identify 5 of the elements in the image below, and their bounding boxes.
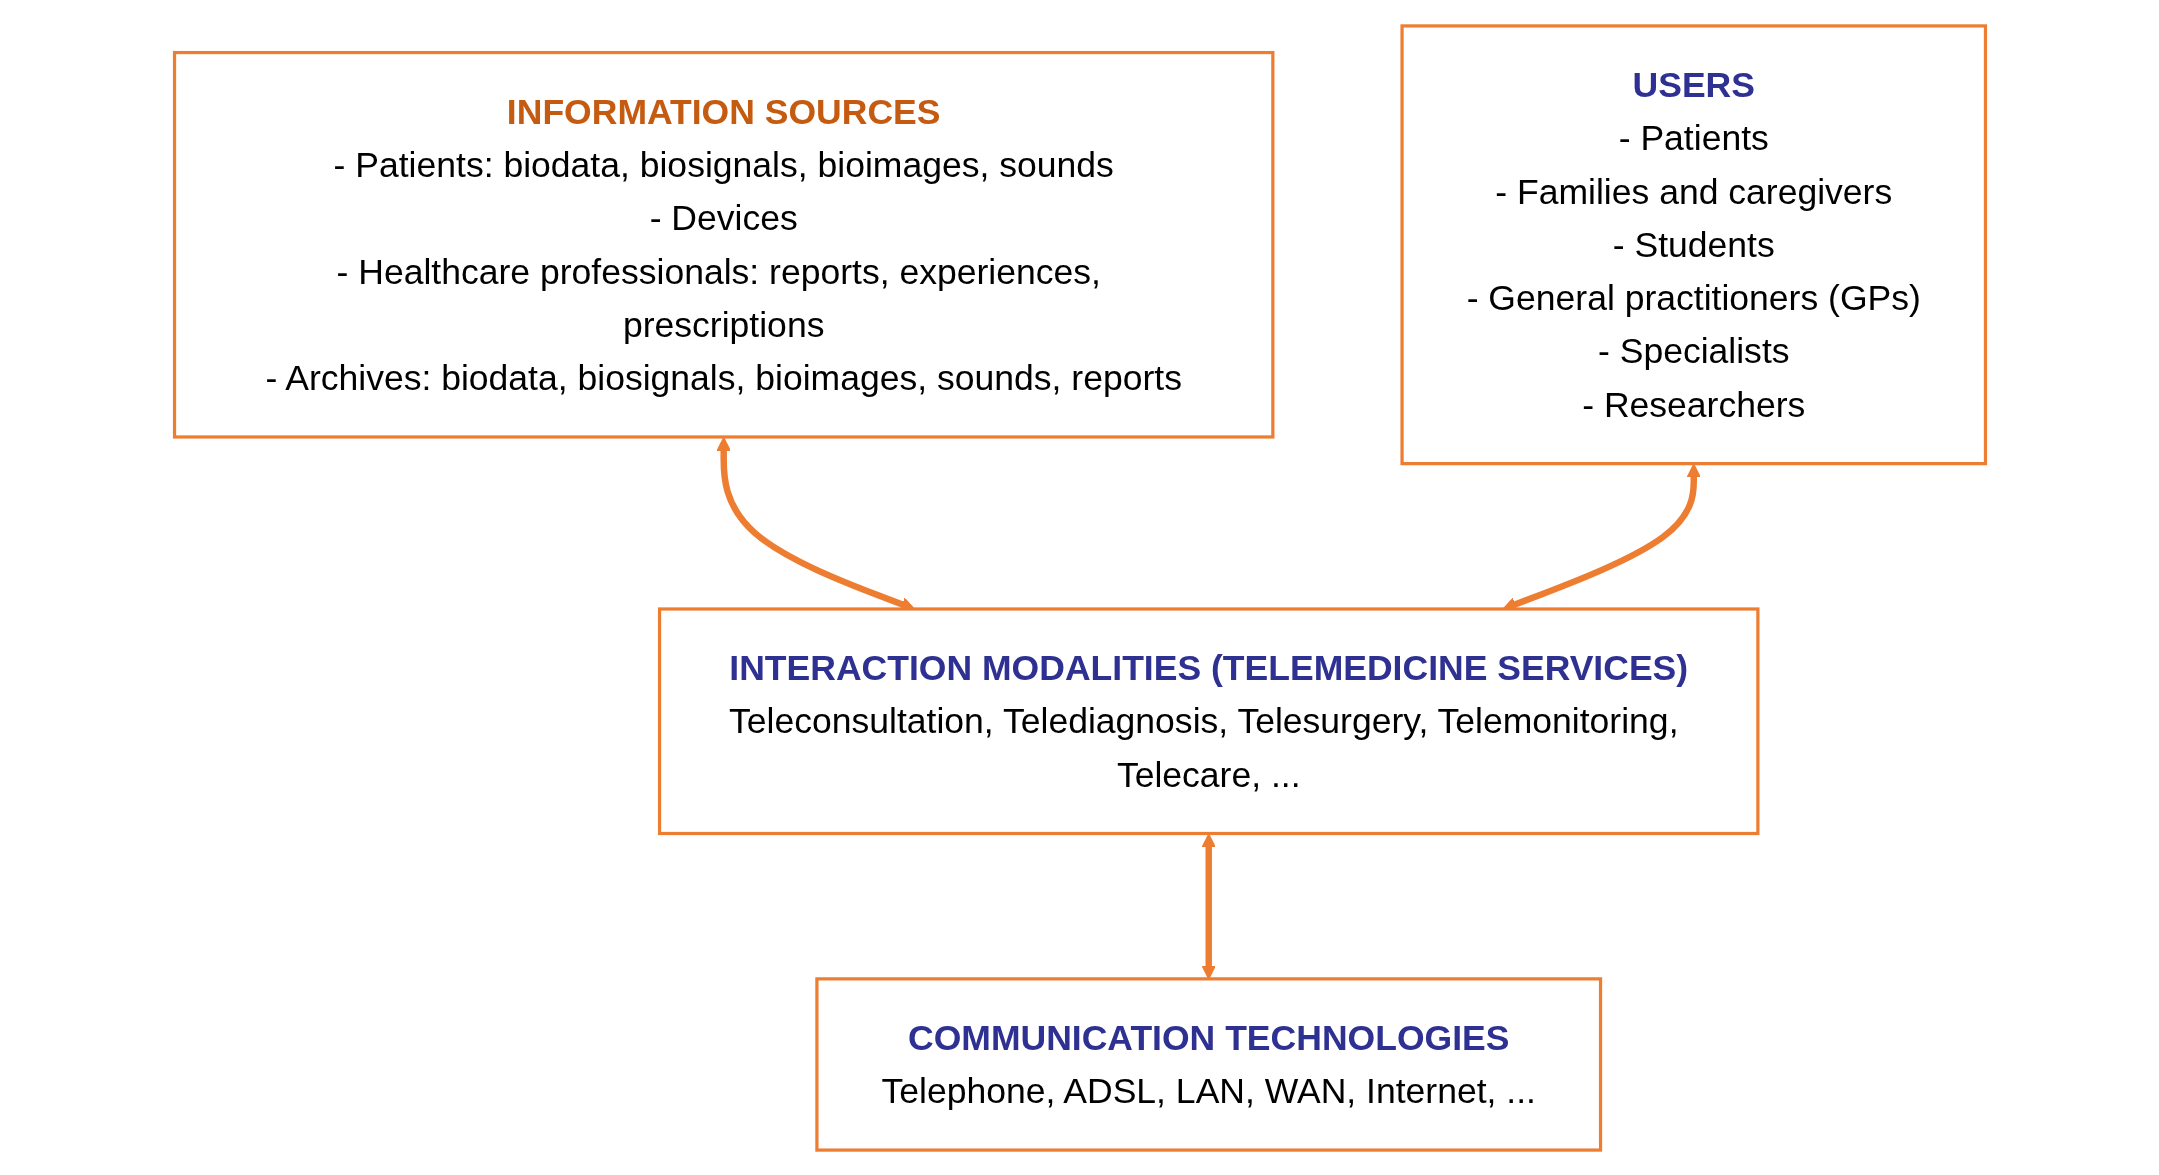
node-box: COMMUNICATION TECHNOLOGIES Telephone, ADSL, LAN, WAN, Internet, ... [814, 976, 1602, 1152]
node-box: INTERACTION MODALITIES (TELEMEDICINE SERVICES) Teleconsultation, Telediagnosis, Telesurgery, Telemonitoring, Telecare, ... [657, 606, 1759, 835]
node-box: USERS - Patients - Families and caregivers - Students - General practitioners (GPs) - Specialists - Researchers [1399, 23, 1987, 465]
node-box: INFORMATION SOURCES - Patients: biodata, biosignals, bioimages, sounds - Devices - Healthcare professionals: reports, experiences, prescriptions - Archives: biodata, biosignals, bioimages, sounds, reports [172, 50, 1274, 439]
arrow [1201, 833, 1216, 979]
